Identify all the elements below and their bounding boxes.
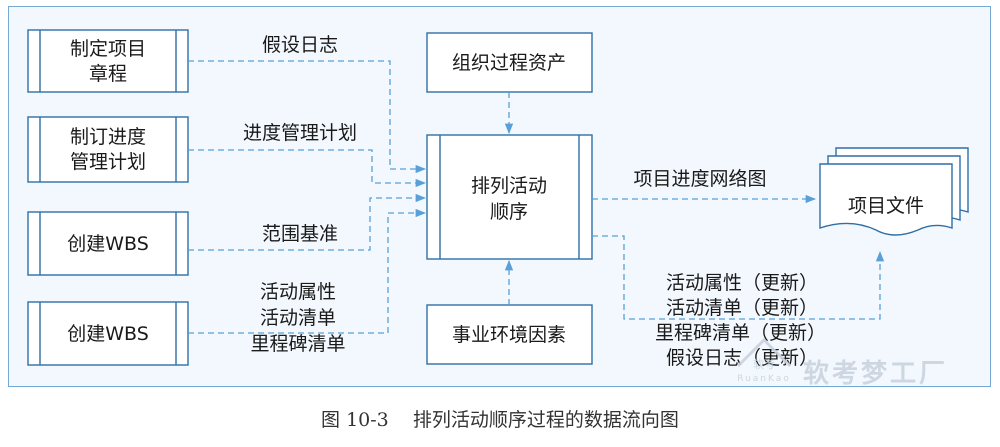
flow-label-assumption-log: 假设日志 [262, 34, 338, 56]
flow-arrow-lists [188, 208, 427, 334]
flow-arrow-scope-baseline [188, 193, 427, 251]
flow-label-milestone-list: 里程碑清单 [250, 333, 345, 355]
figure-caption: 图 10-3 排列活动顺序过程的数据流向图 [321, 409, 679, 431]
input-box-schedule-plan: 制订进度 管理计划 [27, 116, 189, 183]
process-label-line1: 排列活动 [471, 175, 547, 197]
watermark-subtext: RuanKao [737, 374, 791, 384]
source-box-label: 事业环境因素 [452, 324, 566, 346]
input-box-label-line1: 制定项目 [70, 38, 146, 60]
source-box-org-assets: 组织过程资产 [426, 32, 593, 93]
flow-label-network-diagram: 项目进度网络图 [633, 168, 766, 190]
update-label-milestone-list: 里程碑清单（更新） [655, 322, 826, 344]
flow-arrow-updates [592, 235, 885, 320]
flow-arrow-schedule-plan [188, 149, 427, 188]
input-box-label-line1: 制订进度 [70, 126, 146, 148]
input-box-label: 创建WBS [67, 323, 149, 345]
input-box-create-wbs-1: 创建WBS [27, 211, 189, 276]
input-box-label-line2: 章程 [89, 63, 127, 85]
flow-label-activity-attributes: 活动属性 [260, 281, 336, 303]
update-label-activity-attributes: 活动属性（更新） [666, 272, 818, 294]
flow-label-schedule-plan: 进度管理计划 [243, 122, 357, 144]
flow-arrow-charter [188, 60, 427, 174]
input-box-label-line2: 管理计划 [70, 151, 146, 173]
watermark-badge: 软考 [753, 357, 775, 371]
source-box-label: 组织过程资产 [452, 52, 566, 74]
process-label-line2: 顺序 [490, 201, 528, 223]
input-box-create-wbs-2: 创建WBS [27, 301, 189, 366]
output-document-label: 项目文件 [848, 195, 924, 217]
watermark-logo: 软考 RuanKao 软考梦工厂 [736, 337, 948, 389]
update-label-assumption-log: 假设日志（更新） [666, 347, 818, 369]
watermark-text: 软考梦工厂 [803, 359, 948, 389]
input-box-label: 创建WBS [67, 233, 149, 255]
flow-label-scope-baseline: 范围基准 [262, 223, 338, 245]
input-box-project-charter: 制定项目 章程 [27, 29, 189, 93]
source-box-enterprise-factors: 事业环境因素 [426, 304, 593, 365]
update-label-activity-list: 活动清单（更新） [666, 297, 818, 319]
process-box-sequence-activities: 排列活动 顺序 [426, 134, 593, 260]
flow-label-activity-list: 活动清单 [260, 307, 336, 329]
output-document-stack: 项目文件 [819, 147, 969, 236]
